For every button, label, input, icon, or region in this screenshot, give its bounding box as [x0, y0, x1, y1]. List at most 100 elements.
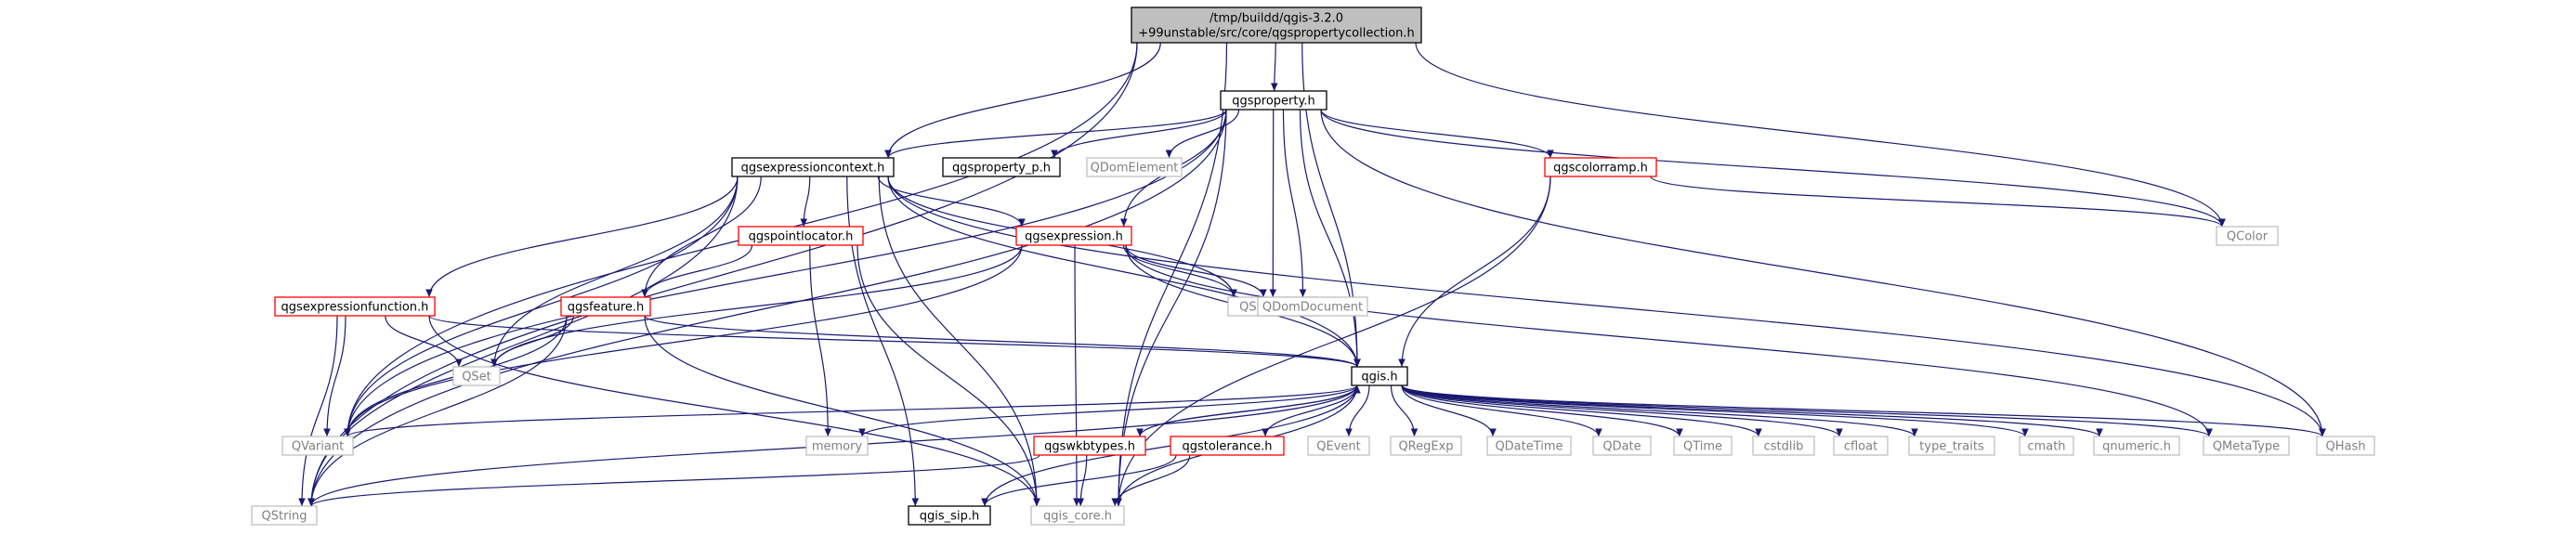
node-QColor[interactable]: QColor	[2216, 226, 2279, 246]
node-label: qgstolerance.h	[1182, 440, 1272, 454]
node-label: QMetaType	[2213, 440, 2280, 454]
node-box	[2316, 436, 2375, 456]
node-cfloat[interactable]: cfloat	[1833, 436, 1889, 456]
edge-qgsexpression-to-QDomDocument	[1125, 244, 1267, 298]
edge-qgsexpression-to-qgis_core	[1073, 244, 1080, 507]
node-box	[2093, 436, 2180, 456]
node-QTime[interactable]: QTime	[1673, 436, 1733, 456]
node-box	[2216, 226, 2279, 246]
node-label: qgsexpressioncontext.h	[741, 162, 885, 176]
node-QMetaType[interactable]: QMetaType	[2203, 436, 2290, 456]
edge-qgswkbtypes-to-QString	[307, 454, 1040, 507]
node-root[interactable]: /tmp/buildd/qgis-3.2.0+99unstable/src/co…	[1131, 7, 1422, 44]
edge-qgsproperty-to-QDomDocument	[1282, 109, 1307, 298]
edge-qgsproperty-to-QDomElement	[1165, 109, 1240, 159]
node-QEvent[interactable]: QEvent	[1307, 436, 1370, 456]
edge-qgis-to-cstdlib	[1401, 384, 1762, 437]
edge-qgsexpressioncontext-to-QString	[307, 176, 739, 507]
edge-qgis-to-cmath	[1401, 384, 2029, 437]
node-memory[interactable]: memory	[805, 436, 869, 456]
node-QDate[interactable]: QDate	[1592, 436, 1652, 456]
edge-qgis-to-QHash	[1401, 384, 2326, 437]
edge-root-to-QString	[307, 42, 1138, 507]
edge-qgsproperty-to-QStringList	[1269, 109, 1277, 298]
node-label: cfloat	[1844, 440, 1877, 454]
node-QDomElement[interactable]: QDomElement	[1086, 157, 1183, 177]
edge-qgis-to-QRegExp	[1390, 384, 1419, 437]
edge-qgsexpressioncontext-to-QHash	[887, 176, 2326, 437]
edge-qgsfeature-to-QString	[307, 315, 568, 507]
node-box	[1220, 90, 1327, 111]
node-box	[1015, 226, 1132, 246]
node-QDateTime[interactable]: QDateTime	[1486, 436, 1572, 456]
node-qgsproperty[interactable]: qgsproperty.h	[1220, 90, 1327, 111]
node-qnumeric[interactable]: qnumeric.h	[2093, 436, 2180, 456]
node-box	[281, 436, 354, 456]
edge-qgsexpressioncontext-to-qgis	[887, 176, 1361, 368]
edge-qgsexpressionfunction-to-QString	[298, 315, 338, 507]
edge-qgis-to-QTime	[1401, 384, 1683, 437]
node-cmath[interactable]: cmath	[2019, 436, 2074, 456]
node-box	[1170, 436, 1285, 456]
node-QVariant[interactable]: QVariant	[281, 436, 354, 456]
node-label: QColor	[2227, 230, 2269, 244]
node-box	[1307, 436, 1370, 456]
node-QString[interactable]: QString	[251, 505, 318, 526]
node-QRegExp[interactable]: QRegExp	[1390, 436, 1462, 456]
node-box	[1390, 436, 1462, 456]
node-qgswkbtypes[interactable]: qgswkbtypes.h	[1033, 436, 1146, 456]
node-qgsproperty-p[interactable]: qgsproperty_p.h	[942, 157, 1061, 177]
edge-qgis-to-qnumeric	[1401, 384, 2103, 437]
edge-qgstolerance-to-qgis_sip	[981, 454, 1177, 507]
node-qgsexpressionfunction[interactable]: qgsexpressionfunction.h	[274, 296, 436, 317]
node-box	[1033, 436, 1146, 456]
node-QHash[interactable]: QHash	[2316, 436, 2375, 456]
node-qgsexpressioncontext[interactable]: qgsexpressioncontext.h	[731, 157, 895, 177]
node-label: QSet	[462, 371, 491, 384]
node-cstdlib[interactable]: cstdlib	[1752, 436, 1815, 456]
node-QDomDocument[interactable]: QDomDocument	[1257, 296, 1368, 317]
node-box	[738, 226, 864, 246]
edge-root-to-qgsexpressioncontext	[884, 42, 1161, 159]
edge-qgsproperty-to-QHash	[1320, 109, 2326, 437]
node-label: qgsfeature.h	[568, 301, 645, 315]
node-qgis-core[interactable]: qgis_core.h	[1030, 505, 1125, 526]
node-box	[1592, 436, 1652, 456]
edge-root-to-QColor	[1415, 42, 2226, 228]
edge-qgspointlocator-to-qgis_core	[856, 244, 1040, 507]
node-box	[1673, 436, 1733, 456]
edge-qgsproperty-to-qgscolorramp	[1320, 109, 1554, 159]
edge-qgsproperty-to-QString	[307, 109, 1227, 507]
node-label: QEvent	[1316, 440, 1360, 454]
node-label: qgsexpression.h	[1025, 230, 1123, 244]
node-qgspointlocator[interactable]: qgspointlocator.h	[738, 226, 864, 246]
edge-qgsexpression-to-QVariant	[344, 244, 1023, 437]
node-qgscolorramp[interactable]: qgscolorramp.h	[1544, 157, 1657, 177]
node-label: QHash	[2326, 440, 2366, 454]
edge-qgis-to-QDate	[1401, 384, 1602, 437]
edge-qgstolerance-to-qgis_core	[1111, 454, 1191, 507]
node-qgsexpression[interactable]: qgsexpression.h	[1015, 226, 1132, 246]
edge-qgsexpressionfunction-to-QVariant	[323, 315, 347, 437]
node-label: qgis_sip.h	[920, 510, 979, 524]
node-label: QDomElement	[1091, 162, 1179, 176]
edge-qgsproperty-to-QColor	[1320, 109, 2226, 228]
node-label: QTime	[1683, 440, 1722, 454]
node-qgstolerance[interactable]: qgstolerance.h	[1170, 436, 1285, 456]
edge-qgsexpressionfunction-to-qgis_core	[428, 315, 1040, 507]
edge-qgis-to-type_traits	[1401, 384, 1918, 437]
node-QSet[interactable]: QSet	[452, 366, 501, 386]
edge-qgsexpressionfunction-to-qgis	[428, 315, 1361, 368]
node-qgsfeature[interactable]: qgsfeature.h	[560, 296, 651, 317]
node-label: QString	[261, 510, 307, 524]
node-qgis-sip[interactable]: qgis_sip.h	[908, 505, 991, 526]
node-type-traits[interactable]: type_traits	[1908, 436, 1995, 456]
edge-qgis-to-cfloat	[1401, 384, 1843, 437]
edge-qgsfeature-to-qgis	[644, 315, 1361, 368]
edge-qgis-to-QMetaType	[1401, 384, 2213, 437]
node-qgis[interactable]: qgis.h	[1351, 366, 1408, 386]
edge-qgscolorramp-to-qgis	[1398, 176, 1551, 368]
node-box	[1131, 7, 1422, 44]
node-box	[942, 157, 1061, 177]
